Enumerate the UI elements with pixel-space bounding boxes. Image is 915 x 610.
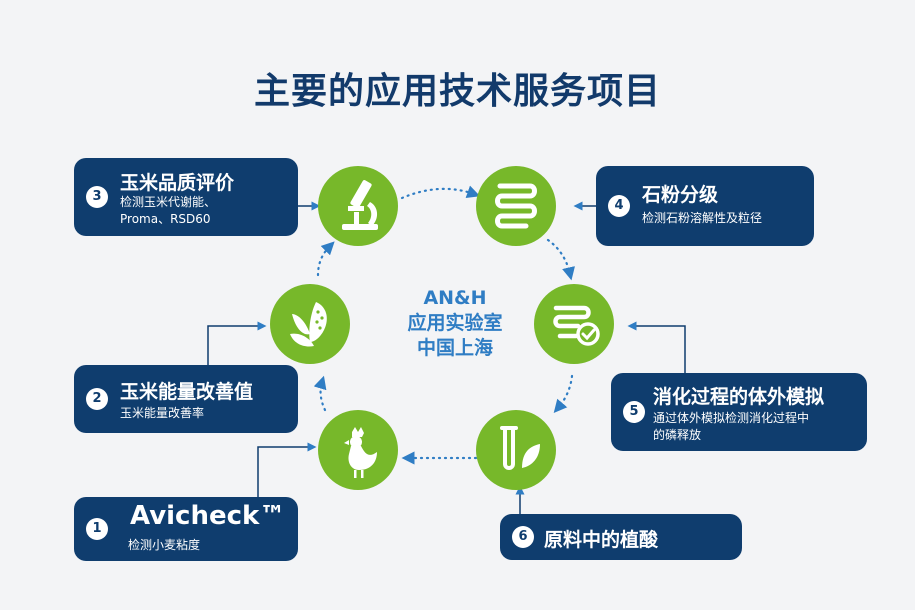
microscope-icon [342, 180, 378, 230]
cycle-arrow-2-to-3 [316, 241, 335, 277]
connector-card-5 [627, 321, 686, 373]
card-title: 原料中的植酸 [544, 529, 659, 551]
card-subtitle-line-2: 的磷释放 [653, 428, 702, 442]
cycle-arrow-5-to-6 [553, 374, 574, 414]
card-subtitle-line-1: 玉米能量改善率 [120, 406, 205, 420]
card-title: 玉米能量改善值 [120, 381, 254, 403]
cycle-arrow-3-to-4 [400, 185, 481, 200]
center-line-1: AN&H [423, 287, 487, 309]
circle-rooster [318, 410, 398, 490]
card-6-phytate: 6 原料中的植酸 [500, 514, 742, 560]
circle-microscope [318, 166, 398, 246]
card-number: 3 [86, 186, 108, 208]
card-1-avicheck: 1 Avicheck™ 检测小麦粘度 [74, 497, 298, 561]
card-4-limestone-grading: 4 石粉分级 检测石粉溶解性及粒径 [596, 166, 814, 246]
card-subtitle-line-1: 通过体外模拟检测消化过程中 [653, 411, 810, 425]
cycle-arrow-1-to-2 [313, 375, 327, 412]
center-label: AN&H 应用实验室 中国上海 [370, 286, 540, 361]
card-number: 5 [623, 401, 645, 423]
card-number: 4 [608, 195, 630, 217]
corn-icon [290, 302, 327, 347]
card-number: 1 [86, 518, 108, 540]
center-line-3: 中国上海 [416, 337, 493, 359]
circle-stomach-check [534, 284, 614, 364]
card-number: 2 [86, 388, 108, 410]
card-number: 6 [512, 526, 534, 548]
rooster-icon [344, 427, 377, 478]
connector-card-2 [207, 321, 267, 365]
card-subtitle-line-2: Proma、RSD60 [120, 212, 211, 226]
page-title: 主要的应用技术服务项目 [253, 71, 661, 112]
card-subtitle-line-1: 检测小麦粘度 [128, 538, 201, 552]
digestive-tract-icon [495, 183, 537, 229]
center-line-2: 应用实验室 [407, 312, 503, 334]
stomach-check-icon [553, 305, 600, 346]
card-subtitle-line-1: 检测石粉溶解性及粒径 [642, 211, 763, 225]
card-title: Avicheck™ [130, 501, 286, 531]
test-tube-leaf-icon [500, 426, 540, 470]
card-5-in-vitro-digestion: 5 消化过程的体外模拟 通过体外模拟检测消化过程中 的磷释放 [611, 373, 867, 451]
circle-corn [270, 284, 350, 364]
card-subtitle-line-1: 检测玉米代谢能、 [120, 195, 217, 209]
connector-card-1 [257, 442, 317, 497]
cycle-arrow-4-to-5 [546, 238, 575, 281]
card-title: 消化过程的体外模拟 [653, 386, 825, 408]
card-title: 玉米品质评价 [120, 172, 235, 194]
circle-digestive [476, 166, 556, 246]
card-3-corn-quality: 3 玉米品质评价 检测玉米代谢能、 Proma、RSD60 [74, 158, 298, 236]
card-2-corn-energy: 2 玉米能量改善值 玉米能量改善率 [74, 365, 298, 433]
circle-test-tube [476, 410, 556, 490]
card-title: 石粉分级 [642, 184, 719, 206]
